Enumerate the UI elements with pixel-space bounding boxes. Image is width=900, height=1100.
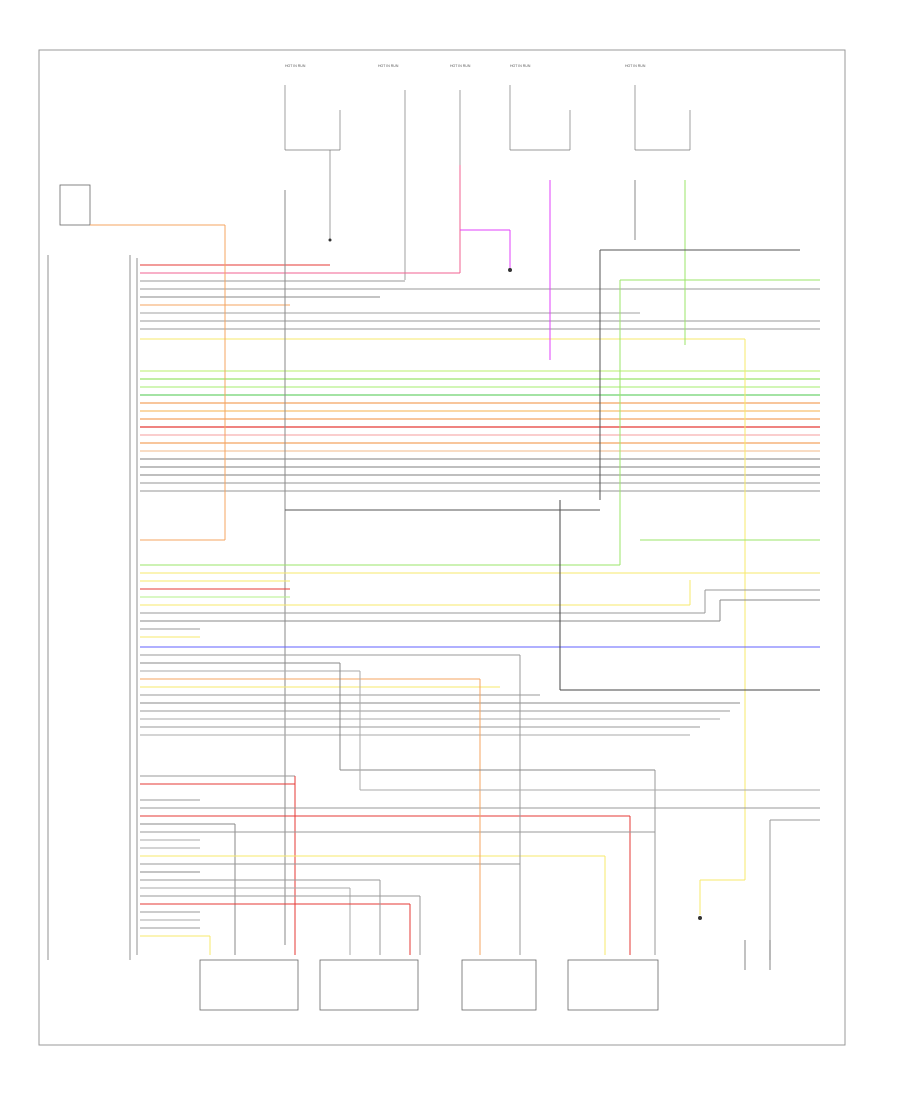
component-box-1	[199, 959, 299, 1011]
fuse-label-2: HOT IN RUN	[378, 64, 399, 68]
fuse-relay-block-2	[404, 90, 461, 280]
fuse-relay-block-3	[509, 85, 571, 151]
fuse-label-3: HOT IN RUN	[450, 64, 471, 68]
vertical-feeders	[90, 165, 820, 945]
fuse-label-4: HOT IN RUN	[510, 64, 531, 68]
component-box-2	[319, 959, 419, 1011]
component-box-4	[567, 959, 659, 1011]
diagram-frame	[38, 49, 846, 1046]
main-control-module-bracket	[47, 255, 138, 960]
fuse-label-1: HOT IN RUN	[285, 64, 306, 68]
connector-c1-wires	[140, 264, 820, 340]
fuse-relay-block-1	[284, 85, 341, 240]
component-boxes	[199, 959, 659, 1011]
connector-c4-wires	[140, 655, 820, 960]
component-box-3	[461, 959, 537, 1011]
top-left-module	[59, 184, 91, 226]
fuse-label-5: HOT IN RUN	[625, 64, 646, 68]
fuse-relay-block-4	[634, 85, 691, 151]
bottom-right-switch	[744, 940, 771, 970]
connector-c3-wires	[140, 500, 820, 736]
connector-c2-wires	[140, 370, 820, 492]
ground-symbols	[328, 238, 702, 920]
